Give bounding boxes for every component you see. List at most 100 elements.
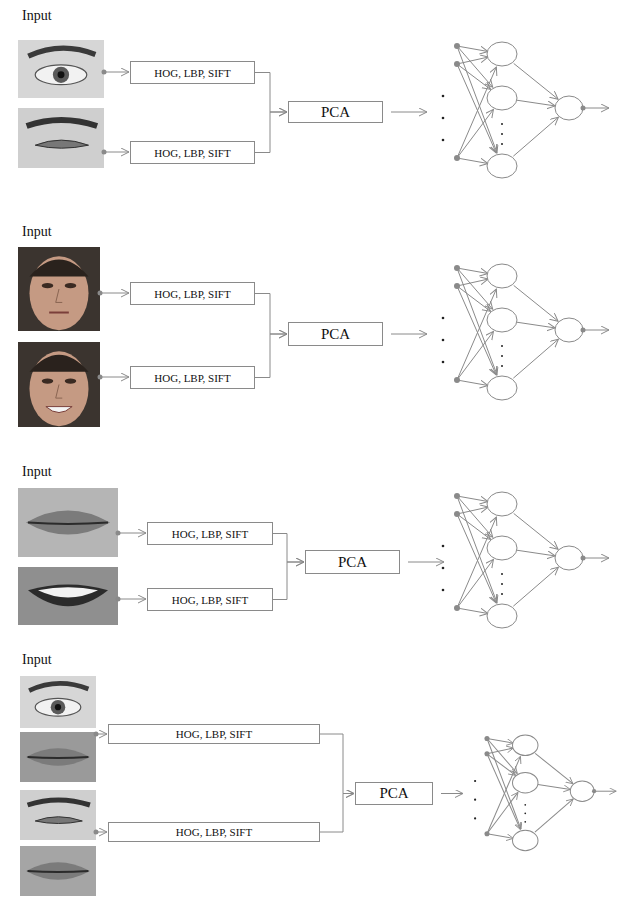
pca-box: PCA [288,322,383,346]
box-text: PCA [321,104,350,121]
hidden-neuron [513,830,539,850]
eye [42,379,53,384]
input-label: Input [22,224,52,240]
box-text: HOG, LBP, SIFT [176,826,252,838]
box-text: HOG, LBP, SIFT [154,147,230,159]
eye [65,379,76,384]
output-neuron [555,96,583,120]
lip-line [28,871,89,872]
hidden-neuron [487,264,517,288]
eye-squint [35,140,88,148]
feature-box: HOG, LBP, SIFT [130,282,255,305]
pupil [58,71,65,78]
eye [65,283,76,288]
pca-box: PCA [355,782,433,805]
weight-line [513,339,558,378]
lip-line [28,757,89,758]
hidden-neuron [487,536,517,560]
pca-box: PCA [288,101,383,123]
weight-line [487,748,513,754]
eye [42,283,53,288]
eyebrow [28,48,95,56]
weight-line [517,322,555,328]
face-image [18,342,100,427]
mouth [46,407,72,413]
teeth [38,587,98,597]
image-ground [20,676,96,728]
output-arrow [583,330,609,331]
weight-line [514,513,558,549]
merge-connector [320,734,354,794]
input-neuron [454,283,460,289]
neural-network [474,735,616,851]
hair [29,260,88,277]
feature-box: HOG, LBP, SIFT [130,141,255,164]
ellipsis-dot [474,799,476,801]
merge-connector [273,534,304,563]
hidden-neuron [487,492,517,516]
input-neuron [484,751,489,756]
mouth-image [20,732,96,782]
weight-line [457,514,496,603]
weight-line [487,792,518,833]
ellipsis-dot [501,583,503,585]
output-neuron [555,546,583,570]
input-neuron [454,43,460,49]
neural-network [442,264,609,400]
face-image [18,247,100,331]
ellipsis-dot [442,317,445,320]
nose [56,289,63,302]
input-neuron [454,605,460,611]
input-neuron [484,736,489,741]
hidden-neuron [513,735,539,755]
input-neuron [454,493,460,499]
weight-line [457,286,496,375]
weight-line [457,559,493,608]
pupil [55,704,61,710]
ellipsis-dot [474,780,476,782]
input-neuron [484,831,489,836]
neural-network [442,42,609,178]
weight-line [457,331,493,380]
weight-line [457,380,488,386]
feature-box: HOG, LBP, SIFT [147,588,273,611]
weight-line [457,64,491,89]
weight-line [487,754,520,830]
weight-line [457,158,488,164]
weight-line [457,514,491,539]
image-ground [20,732,96,782]
hidden-neuron [487,604,517,628]
feature-box: HOG, LBP, SIFT [147,522,273,545]
eye-squint [35,817,82,824]
hidden-neuron [487,86,517,110]
ellipsis-dot [442,589,445,592]
ellipsis-dot [501,123,503,125]
input-label: Input [22,8,52,24]
ellipsis-dot [442,339,445,342]
ellipsis-dot [524,812,526,814]
input-neuron [454,511,460,517]
hidden-neuron [487,376,517,400]
ellipsis-dot [501,355,503,357]
face [29,351,88,426]
image-ground [18,567,118,625]
pictures [18,40,118,896]
input-arrow [104,72,129,73]
lips [26,862,90,880]
box-text: HOG, LBP, SIFT [154,67,230,79]
ellipsis-dot [524,804,526,806]
eyebrow [28,800,90,805]
image-ground [20,790,96,840]
eye-image [18,40,104,98]
weight-line [457,507,488,514]
input-arrow [104,152,129,153]
input-neuron [454,265,460,271]
feature-box: HOG, LBP, SIFT [130,61,255,84]
ellipsis-dot [524,821,526,823]
ellipsis-dot [442,361,445,364]
lips [28,584,108,606]
box-text: PCA [321,326,350,343]
ellipsis-dot [442,139,445,142]
